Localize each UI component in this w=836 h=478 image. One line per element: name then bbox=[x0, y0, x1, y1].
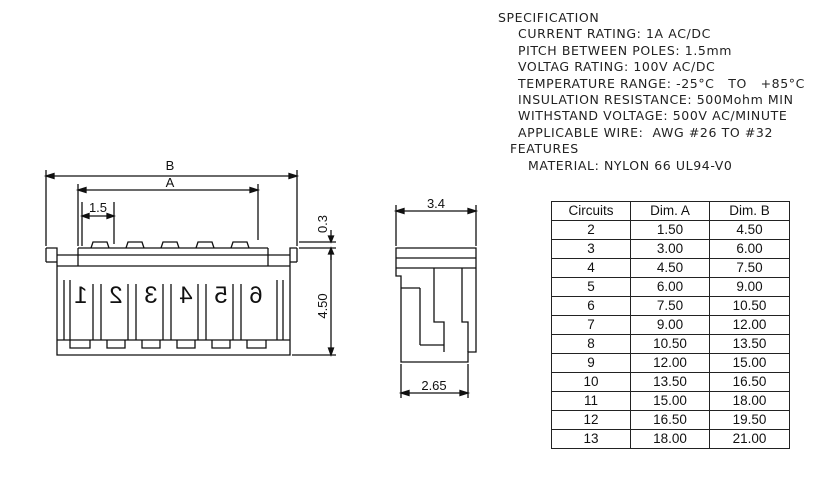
table-header-dim-a: Dim. A bbox=[630, 201, 710, 221]
table-cell: 6.00 bbox=[709, 239, 790, 259]
table-cell: 10.50 bbox=[709, 296, 790, 316]
table-cell: 4.50 bbox=[709, 220, 790, 240]
pin-number: 4 bbox=[179, 282, 192, 309]
table-header-dim-b: Dim. B bbox=[709, 201, 790, 221]
spec-item: WITHSTAND VOLTAGE: 500V AC/MINUTE bbox=[518, 108, 788, 124]
table-cell: 6 bbox=[551, 296, 631, 316]
table-cell: 7.50 bbox=[709, 258, 790, 278]
features-heading: FEATURES bbox=[510, 141, 579, 157]
table-cell: 8 bbox=[551, 334, 631, 354]
spec-item: TEMPERATURE RANGE: -25°C TO +85°C bbox=[518, 75, 805, 91]
table-cell: 19.50 bbox=[709, 410, 790, 430]
feature-item: MATERIAL: NYLON 66 UL94-V0 bbox=[528, 157, 733, 173]
top-dim-label: 0.3 bbox=[315, 215, 330, 233]
spec-item: INSULATION RESISTANCE: 500Mohm MIN bbox=[518, 92, 794, 108]
pin-number: 3 bbox=[144, 282, 157, 309]
table-cell: 5 bbox=[551, 277, 631, 297]
pin-number: 5 bbox=[214, 282, 227, 309]
dim-a-label: A bbox=[166, 175, 175, 190]
front-view bbox=[45, 241, 298, 356]
table-cell: 15.00 bbox=[630, 391, 710, 411]
table-cell: 2 bbox=[551, 220, 631, 240]
table-cell: 9 bbox=[551, 353, 631, 373]
table-cell: 18.00 bbox=[630, 429, 710, 449]
table-cell: 11 bbox=[551, 391, 631, 411]
table-cell: 13.50 bbox=[630, 372, 710, 392]
table-cell: 10.50 bbox=[630, 334, 710, 354]
table-header-circuits: Circuits bbox=[551, 201, 631, 221]
table-cell: 13.50 bbox=[709, 334, 790, 354]
table-cell: 9.00 bbox=[709, 277, 790, 297]
table-cell: 16.50 bbox=[630, 410, 710, 430]
pitch-label: 1.5 bbox=[89, 200, 107, 215]
table-cell: 12.00 bbox=[630, 353, 710, 373]
side-view bbox=[395, 247, 477, 363]
pin-number: 1 bbox=[74, 282, 87, 309]
height-dim-label: 4.50 bbox=[315, 293, 330, 318]
pin-number: 6 bbox=[249, 282, 262, 309]
table-cell: 18.00 bbox=[709, 391, 790, 411]
table-cell: 16.50 bbox=[709, 372, 790, 392]
table-cell: 21.00 bbox=[709, 429, 790, 449]
table-cell: 3 bbox=[551, 239, 631, 259]
pin-numbers: 1 2 3 4 5 6 bbox=[74, 282, 262, 309]
specification-block: SPECIFICATION CURRENT RATING: 1A AC/DC P… bbox=[498, 10, 805, 174]
table-cell: 4 bbox=[551, 258, 631, 278]
spec-item: PITCH BETWEEN POLES: 1.5mm bbox=[518, 42, 733, 58]
table-cell: 4.50 bbox=[630, 258, 710, 278]
table-cell: 12.00 bbox=[709, 315, 790, 335]
table-cell: 3.00 bbox=[630, 239, 710, 259]
table-cell: 6.00 bbox=[630, 277, 710, 297]
table-cell: 7 bbox=[551, 315, 631, 335]
table-cell: 1.50 bbox=[630, 220, 710, 240]
pin-number: 2 bbox=[109, 282, 122, 309]
side-width-top-label: 3.4 bbox=[427, 196, 445, 211]
table-cell: 13 bbox=[551, 429, 631, 449]
table-cell: 10 bbox=[551, 372, 631, 392]
table-cell: 15.00 bbox=[709, 353, 790, 373]
side-width-bottom-label: 2.65 bbox=[421, 378, 446, 393]
table-cell: 9.00 bbox=[630, 315, 710, 335]
dim-b-label: B bbox=[166, 158, 175, 173]
spec-item: CURRENT RATING: 1A AC/DC bbox=[518, 26, 711, 42]
table-cell: 7.50 bbox=[630, 296, 710, 316]
spec-item: APPLICABLE WIRE: AWG #26 TO #32 bbox=[518, 124, 774, 140]
spec-heading: SPECIFICATION bbox=[498, 10, 600, 25]
table-cell: 12 bbox=[551, 410, 631, 430]
table-header-row: Circuits Dim. A Dim. B bbox=[551, 201, 790, 221]
spec-item: VOLTAG RATING: 100V AC/DC bbox=[518, 59, 716, 75]
